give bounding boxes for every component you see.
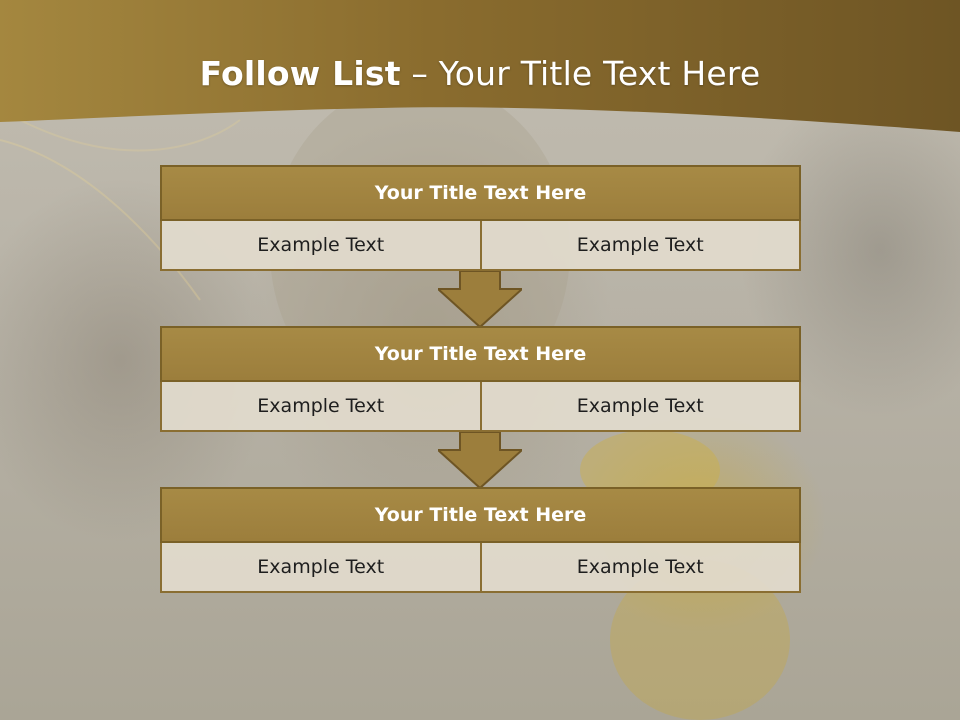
- header-band: [0, 0, 960, 132]
- list-block-2: Your Title Text Here Example Text Exampl…: [160, 326, 801, 432]
- block-title: Your Title Text Here: [160, 487, 801, 543]
- block-item-right: Example Text: [481, 382, 801, 432]
- list-block-3: Your Title Text Here Example Text Exampl…: [160, 487, 801, 593]
- block-item-left: Example Text: [160, 382, 482, 432]
- down-arrow-icon: [438, 271, 522, 329]
- slide-title: Follow List – Your Title Text Here: [0, 54, 960, 93]
- block-item-right: Example Text: [481, 221, 801, 271]
- block-item-left: Example Text: [160, 543, 482, 593]
- block-row: Example Text Example Text: [160, 543, 801, 593]
- block-row: Example Text Example Text: [160, 382, 801, 432]
- block-item-left: Example Text: [160, 221, 482, 271]
- slide-title-bold: Follow List: [199, 54, 401, 93]
- block-row: Example Text Example Text: [160, 221, 801, 271]
- slide-title-light: – Your Title Text Here: [411, 54, 761, 93]
- block-title: Your Title Text Here: [160, 326, 801, 382]
- block-item-right: Example Text: [481, 543, 801, 593]
- block-title: Your Title Text Here: [160, 165, 801, 221]
- down-arrow-icon: [438, 432, 522, 490]
- list-block-1: Your Title Text Here Example Text Exampl…: [160, 165, 801, 271]
